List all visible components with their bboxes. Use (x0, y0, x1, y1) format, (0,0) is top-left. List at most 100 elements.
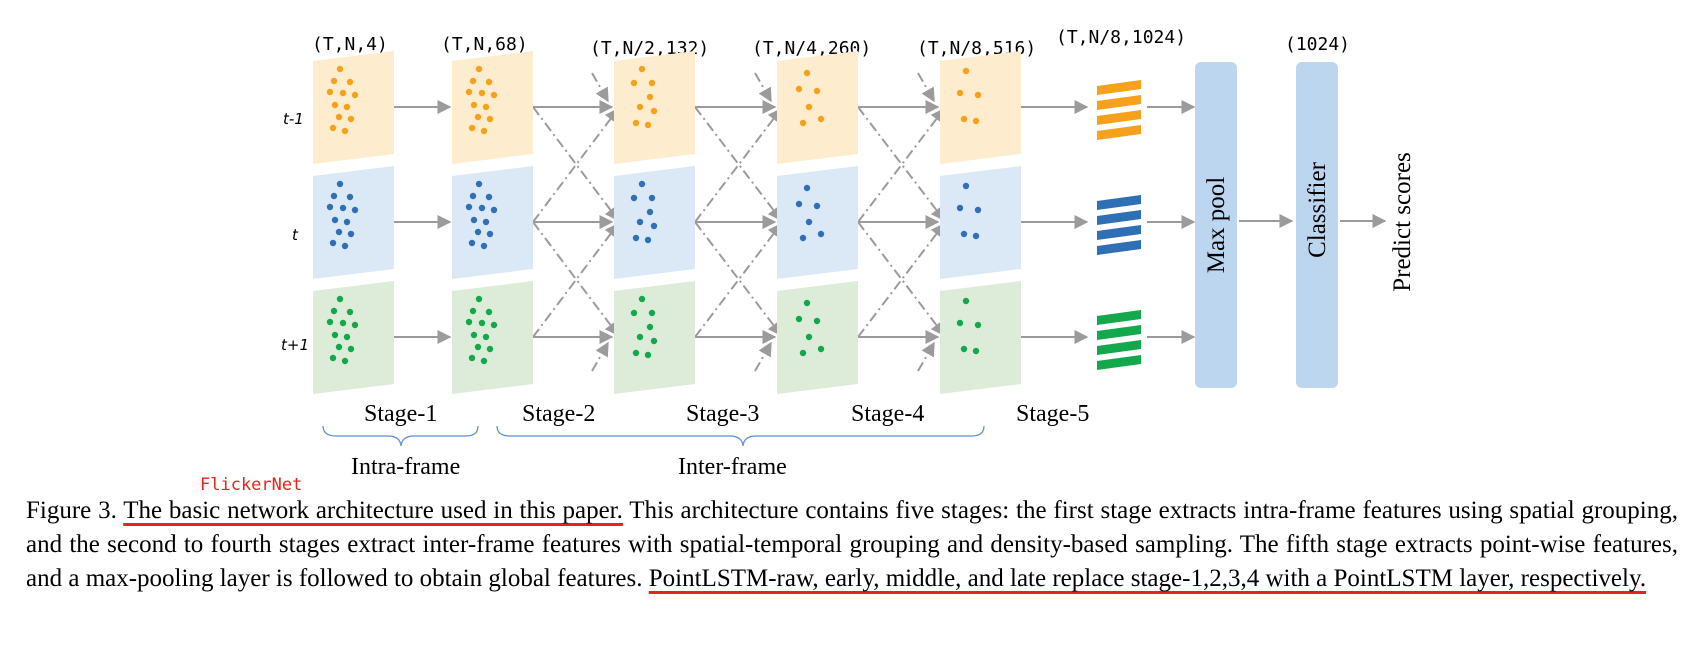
temporal-arrow (857, 106, 945, 222)
point-dot (644, 236, 652, 244)
intra-frame-label: Intra-frame (351, 454, 460, 480)
feature-bar-0 (1097, 80, 1141, 95)
feature-bar-1 (1097, 210, 1141, 225)
feature-bar-1 (1097, 225, 1141, 240)
point-dot (351, 321, 359, 329)
frame-plane-1-0 (313, 166, 394, 279)
frame-plane-2-2 (614, 281, 695, 394)
point-dot (490, 321, 498, 329)
point-dot (648, 309, 656, 317)
dim-label-stage0: (T,N,4) (312, 34, 388, 55)
point-dot (470, 331, 478, 339)
point-dot (331, 101, 339, 109)
point-dot (632, 349, 640, 357)
point-dot (475, 65, 483, 73)
point-dot (799, 119, 807, 127)
point-dot (490, 206, 498, 214)
point-dot (956, 319, 964, 327)
feature-bar-0 (1097, 95, 1141, 110)
point-dot (468, 124, 476, 132)
frame-plane-2-3 (777, 281, 858, 394)
point-dot (638, 180, 646, 188)
point-dot (632, 119, 640, 127)
point-dot (480, 357, 488, 365)
point-dot (817, 115, 825, 123)
point-dot (630, 309, 638, 317)
point-dot (331, 216, 339, 224)
caption-highlight-1: The basic network architecture used in t… (123, 497, 623, 524)
feature-bar-1 (1097, 240, 1141, 255)
point-dot (465, 318, 473, 326)
frame-plane-0-3 (777, 51, 858, 164)
point-dot (347, 230, 355, 238)
frame-plane-2-0 (313, 281, 394, 394)
stage-3-label: Stage-3 (686, 401, 759, 427)
dim-label-classifier: (1024) (1285, 34, 1350, 55)
point-dot (475, 180, 483, 188)
stage-4-label: Stage-4 (851, 401, 924, 427)
feature-bars (1097, 80, 1141, 370)
point-dot (636, 218, 644, 226)
point-dot (335, 113, 343, 121)
feature-bar-2 (1097, 310, 1141, 325)
point-dot (803, 69, 811, 77)
point-dot (330, 192, 338, 200)
point-dot (468, 354, 476, 362)
frame-plane-1-2 (614, 166, 695, 279)
point-dot (960, 230, 968, 238)
point-dot (482, 103, 490, 111)
temporal-arrow (532, 107, 619, 223)
point-dot (974, 91, 982, 99)
point-dot (465, 88, 473, 96)
point-dot (346, 193, 354, 201)
temporal-stub-arrow (754, 341, 772, 372)
point-dot (329, 124, 337, 132)
point-dot (474, 113, 482, 121)
temporal-arrow (532, 221, 619, 337)
stage-1-label: Stage-1 (364, 401, 437, 427)
point-dot (478, 89, 486, 97)
frame-plane-0-4 (940, 51, 1021, 164)
point-dot (343, 103, 351, 111)
frame-plane-0-2 (614, 51, 695, 164)
temporal-arrow (694, 107, 782, 223)
maxpool-box (1195, 62, 1237, 388)
inter-frame-label: Inter-frame (678, 454, 787, 480)
temporal-stub-arrow (917, 341, 935, 372)
point-dot (799, 234, 807, 242)
point-dot (795, 85, 803, 93)
temporal-stub-arrow (591, 72, 609, 103)
point-dot (343, 218, 351, 226)
temporal-arrow (857, 222, 945, 338)
point-dot (351, 91, 359, 99)
point-dot (485, 193, 493, 201)
feature-bar-0 (1097, 125, 1141, 140)
frame-plane-0-1 (452, 51, 533, 164)
point-dot (962, 297, 970, 305)
point-dot (465, 203, 473, 211)
point-dot (330, 307, 338, 315)
point-dot (478, 319, 486, 327)
point-dot (638, 295, 646, 303)
temporal-arrow (532, 222, 619, 338)
point-dot (813, 202, 821, 210)
point-dot (636, 103, 644, 111)
figure-caption: Figure 3. The basic network architecture… (26, 494, 1678, 596)
point-dot (974, 206, 982, 214)
point-dot (813, 317, 821, 325)
point-dot (326, 203, 334, 211)
feature-bar-2 (1097, 355, 1141, 370)
point-dot (346, 78, 354, 86)
point-dot (329, 239, 337, 247)
point-dot (962, 182, 970, 190)
caption-prefix: Figure 3. (26, 497, 124, 524)
point-dot (960, 115, 968, 123)
point-dot (644, 121, 652, 129)
point-dot (347, 115, 355, 123)
point-dot (972, 232, 980, 240)
dim-label-stage5: (T,N/8,1024) (1056, 27, 1186, 48)
point-dot (638, 65, 646, 73)
caption-highlight-2: PointLSTM-raw, early, middle, and late r… (648, 565, 1647, 592)
point-dot (644, 351, 652, 359)
point-dot (341, 242, 349, 250)
